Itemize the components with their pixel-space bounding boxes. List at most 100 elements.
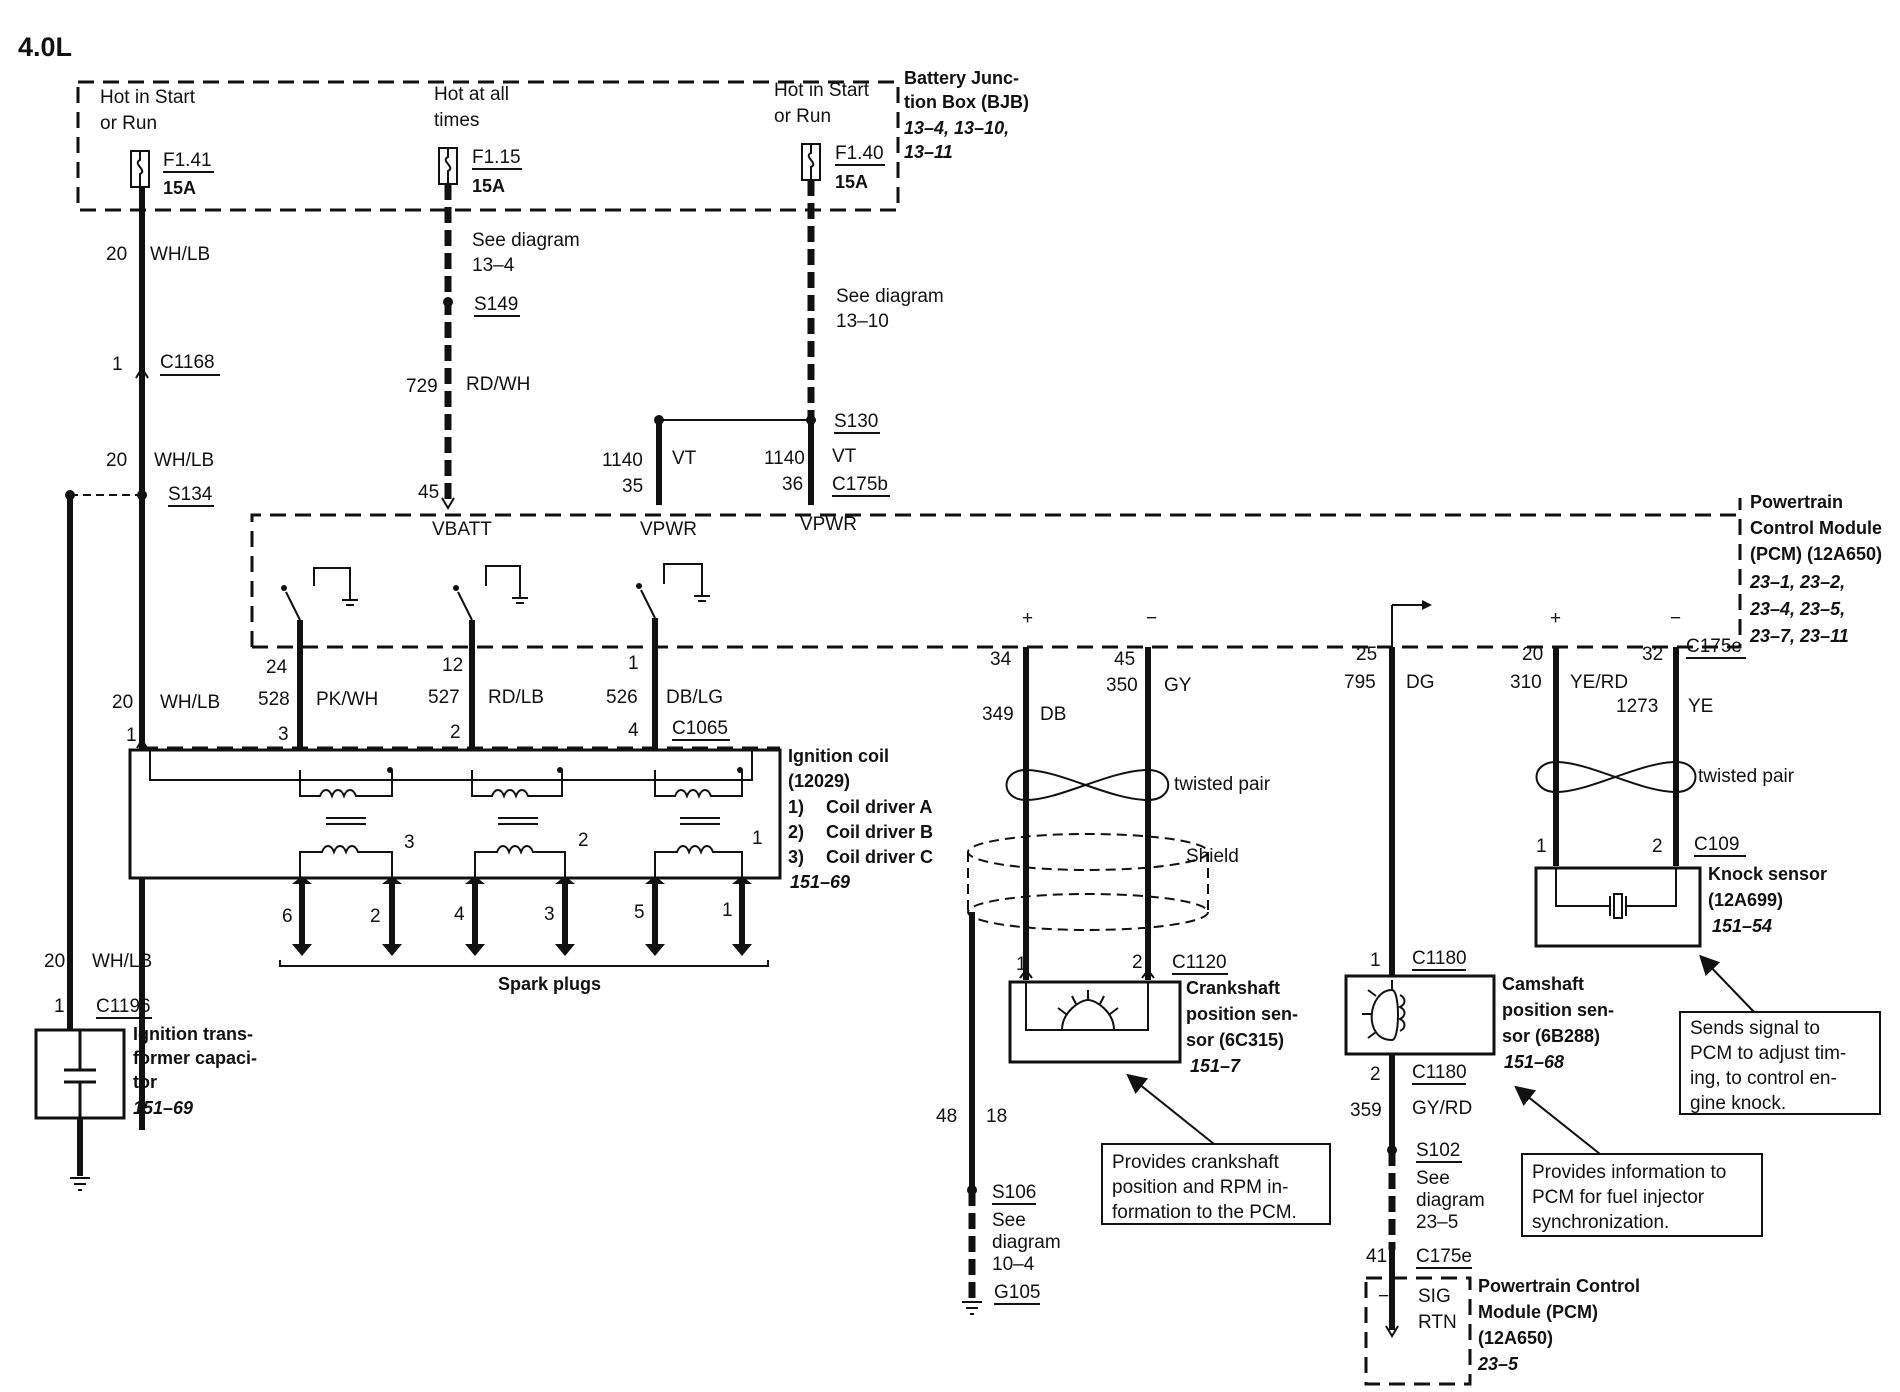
- connector-c1180: C1180: [1412, 948, 1467, 969]
- twisted-pair-icon: [1535, 760, 1697, 794]
- coil-title: Ignition coil: [788, 746, 889, 766]
- coil-pin: 2: [450, 722, 461, 743]
- sensor-pin: 1: [1536, 836, 1547, 857]
- wire-gauge: 20: [112, 692, 133, 713]
- callout-text: Sends signal to: [1690, 1018, 1820, 1039]
- wire-color: WH/LB: [154, 450, 214, 471]
- knock-ref: 151–54: [1712, 916, 1772, 936]
- circuit-number: 795: [1344, 672, 1376, 693]
- engine-title: 4.0L: [18, 32, 72, 62]
- spark-plug-number: 2: [370, 906, 381, 927]
- wire-color: RD/WH: [466, 374, 530, 395]
- secondary-number: 2: [578, 830, 589, 851]
- ignition-feed-circuit: 20 WH/LB 1 C1168 20 WH/LB S134 20 WH/LB …: [65, 187, 220, 1130]
- callout-text: position and RPM in-: [1112, 1177, 1288, 1198]
- sensor-pin: 1: [1016, 954, 1027, 975]
- coil-driver-wires: 24 528 PK/WH 3 12 527 RD/LB 2 1 526 DB/L…: [142, 618, 780, 750]
- capacitor-title: tor: [133, 1072, 157, 1092]
- cmp-title: Camshaft: [1502, 974, 1584, 994]
- callout-text: Provides crankshaft: [1112, 1152, 1280, 1173]
- fuse-id: F1.41: [163, 150, 212, 171]
- wire-gauge: 20: [106, 244, 127, 265]
- connector-c109: C109: [1694, 834, 1739, 855]
- pcm2-title: Powertrain Control: [1478, 1276, 1640, 1296]
- spark-plug-number: 1: [722, 900, 733, 921]
- fuse-feed-label: times: [434, 110, 479, 131]
- pcm-title: Powertrain: [1750, 492, 1843, 512]
- pcm-title: (PCM) (12A650): [1750, 544, 1882, 564]
- diagram-note: 13–4: [472, 255, 515, 276]
- splice-s106: S106: [992, 1182, 1036, 1203]
- diagram-note: See: [992, 1210, 1026, 1231]
- circuit-number: 48: [936, 1106, 957, 1127]
- pcm-pin: 24: [266, 657, 288, 678]
- spark-plug-lead: [732, 876, 752, 956]
- ckp-title: position sen-: [1186, 1004, 1298, 1024]
- splice-s134: S134: [168, 484, 213, 505]
- pcm-module: Powertrain Control Module (PCM) (12A650)…: [250, 492, 1882, 659]
- fuse-feed-label: Hot in Start: [100, 87, 196, 108]
- circuit-number: 359: [1350, 1100, 1382, 1121]
- wire-color: YE: [1688, 696, 1713, 717]
- coil-driver-num: 3): [788, 847, 804, 867]
- fuse-rating: 15A: [835, 172, 868, 192]
- spark-plug-lead: [292, 876, 312, 956]
- wire-gauge: 20: [44, 951, 65, 972]
- pcm-signal-name: VPWR: [800, 514, 857, 535]
- secondary-number: 1: [752, 828, 763, 849]
- ckp-ref: 151–7: [1190, 1056, 1241, 1076]
- wire-color: DG: [1406, 672, 1435, 693]
- pcm-pin: 25: [1356, 644, 1377, 665]
- ground-icon: [70, 1177, 90, 1191]
- piezo-element-icon: [1609, 893, 1627, 919]
- pcm2-rtn: RTN: [1418, 1312, 1457, 1333]
- callout-text: PCM for fuel injector: [1532, 1187, 1705, 1208]
- connector-c1120: C1120: [1172, 952, 1227, 973]
- pcm-ref: 23–1, 23–2,: [1749, 572, 1845, 592]
- pcm-pin: 32: [1642, 644, 1663, 665]
- pcm-signal-name: VBATT: [432, 519, 492, 540]
- wire-color: VT: [672, 448, 697, 469]
- sensor-pin: 2: [1652, 836, 1663, 857]
- diagram-note: 23–5: [1416, 1212, 1458, 1233]
- coil-driver-num: 2): [788, 822, 804, 842]
- twisted-pair-icon: [1005, 768, 1170, 802]
- pcm-ref: 23–4, 23–5,: [1749, 599, 1845, 619]
- wire-color: GY: [1164, 675, 1192, 696]
- connector-c1180: C1180: [1412, 1062, 1467, 1083]
- fuse-icon: [801, 143, 821, 181]
- diagram-note: diagram: [992, 1232, 1061, 1253]
- diagram-note: 10–4: [992, 1254, 1035, 1275]
- bjb-ref-line: 13–11: [904, 142, 953, 162]
- circuit-number: 729: [406, 376, 438, 397]
- circuit-number: 310: [1510, 672, 1542, 693]
- circuit-number: 349: [982, 704, 1014, 725]
- connector-pin: 1: [112, 354, 123, 375]
- pcm2-outline: [1364, 1276, 1472, 1386]
- polarity-plus: +: [1550, 608, 1561, 629]
- cam-sensor-icon: [1362, 980, 1406, 1042]
- circuit-number: 527: [428, 687, 460, 708]
- wire-gauge: 20: [106, 450, 127, 471]
- polarity-plus: +: [1022, 608, 1033, 629]
- callout-text: PCM to adjust tim-: [1690, 1043, 1846, 1064]
- wire-color: VT: [832, 446, 857, 467]
- pcm2-ref: 23–5: [1477, 1354, 1519, 1374]
- fuse-id: F1.15: [472, 147, 521, 168]
- knock-title: (12A699): [1708, 890, 1783, 910]
- battery-junction-box: Battery Junc- tion Box (BJB) 13–4, 13–10…: [76, 68, 1029, 212]
- spark-plug-lead: [645, 876, 665, 956]
- fuse-icon: [438, 147, 458, 185]
- ckp-callout: [1101, 1143, 1331, 1225]
- fuse-rating: 15A: [163, 178, 196, 198]
- pcm-pin: 20: [1522, 644, 1543, 665]
- capacitor-circuit: 20 WH/LB 1 C1196 Ignition trans- former …: [34, 495, 257, 1191]
- wire-color: WH/LB: [160, 692, 220, 713]
- spark-plug-number: 4: [454, 904, 465, 925]
- splice-s130: S130: [834, 411, 878, 432]
- callout-text: gine knock.: [1690, 1093, 1786, 1114]
- pcm-pin: 45: [1114, 649, 1135, 670]
- fuse-rating: 15A: [472, 176, 505, 196]
- connector-pin: 1: [126, 725, 137, 746]
- circuit-number: 526: [606, 687, 638, 708]
